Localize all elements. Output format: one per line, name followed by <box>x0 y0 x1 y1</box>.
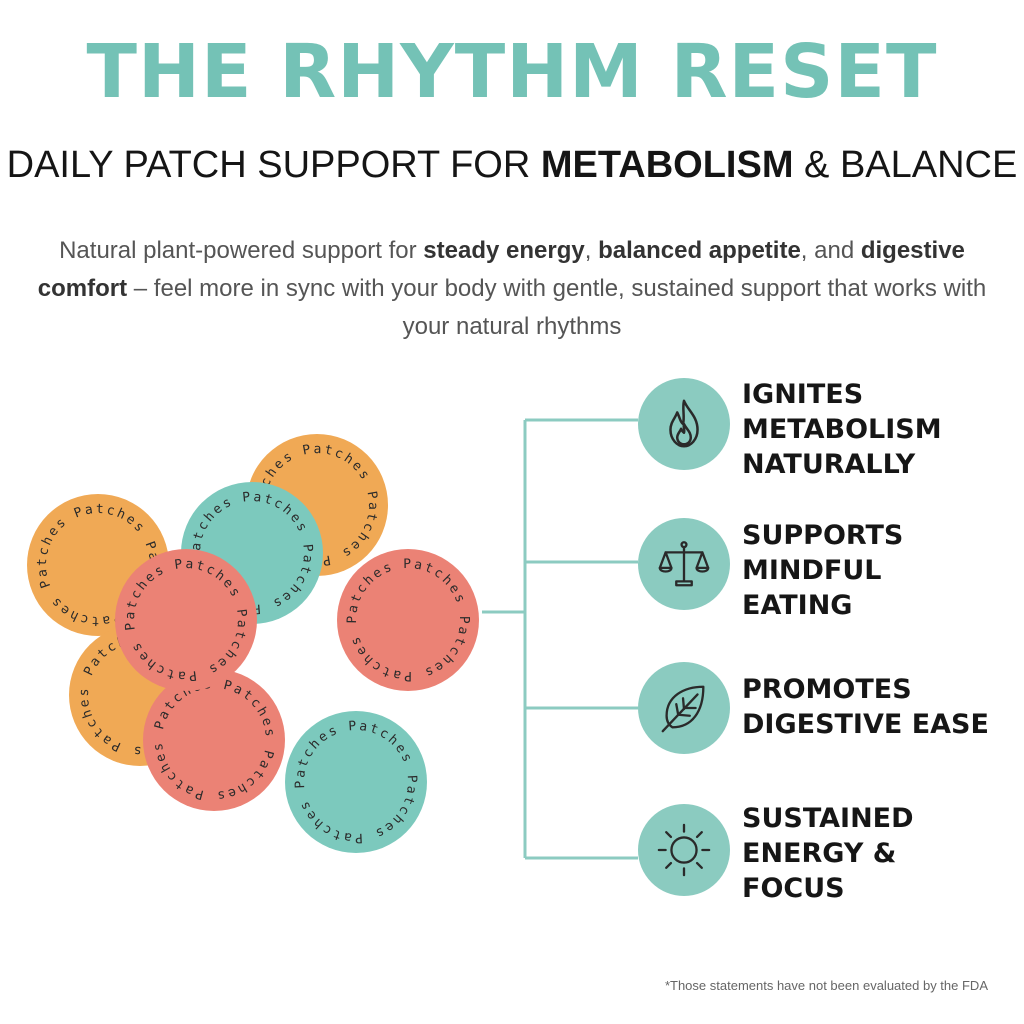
description-highlight: steady energy <box>423 237 585 264</box>
scale-icon <box>638 518 730 610</box>
fda-disclaimer: *Those statements have not been evaluate… <box>664 978 988 993</box>
patch-circle <box>337 549 479 691</box>
description-text: , and <box>800 237 861 264</box>
description-text: – feel more in sync with your body with … <box>127 275 987 340</box>
benefit-line: MINDFUL <box>742 555 882 586</box>
subtitle-text-end: & BALANCE <box>793 144 1018 186</box>
sun-icon <box>638 804 730 896</box>
leaf-icon <box>638 662 730 754</box>
patch-disc: Patches Patches Patches Patches <box>337 549 479 691</box>
benefit-line: ENERGY & <box>742 838 897 869</box>
benefit-line: NATURALLY <box>742 449 916 480</box>
description-highlight: digestive comfort <box>37 237 965 302</box>
subtitle-text-bold: METABOLISM <box>540 144 794 186</box>
benefit-line: METABOLISM <box>742 414 942 445</box>
benefit-label-energy-focus: SUSTAINED ENERGY & FOCUS <box>742 801 914 906</box>
patch-circle <box>115 549 257 691</box>
subtitle-text-start: DAILY PATCH SUPPORT FOR <box>6 144 541 186</box>
benefit-line: FOCUS <box>742 873 845 904</box>
benefit-line: EATING <box>742 590 853 621</box>
benefit-line: DIGESTIVE EASE <box>742 709 989 740</box>
benefit-line: PROMOTES <box>742 674 912 705</box>
patch-circle <box>143 669 285 811</box>
flame-icon <box>638 378 730 470</box>
patch-disc: Patches Patches Patches Patches <box>111 545 261 695</box>
benefit-line: SUSTAINED <box>742 803 914 834</box>
patch-disc: Patches Patches Patches Patches <box>141 667 287 813</box>
benefit-line: IGNITES <box>742 379 864 410</box>
page-subtitle: DAILY PATCH SUPPORT FOR METABOLISM & BAL… <box>0 140 1024 190</box>
description-highlight: balanced appetite <box>598 237 801 264</box>
patch-circle <box>285 711 427 853</box>
patch-disc: Patches Patches Patches Patches <box>285 711 428 854</box>
description-text: , <box>584 237 599 264</box>
page-title: THE RHYTHM RESET <box>86 29 938 115</box>
benefit-label-metabolism: IGNITES METABOLISM NATURALLY <box>742 377 942 482</box>
benefit-label-digestive-ease: PROMOTES DIGESTIVE EASE <box>742 672 989 742</box>
description: Natural plant-powered support for steady… <box>30 232 994 346</box>
benefit-line: SUPPORTS <box>742 520 904 551</box>
description-text: Natural plant-powered support for <box>59 237 424 264</box>
benefit-label-mindful-eating: SUPPORTS MINDFUL EATING <box>742 518 903 623</box>
